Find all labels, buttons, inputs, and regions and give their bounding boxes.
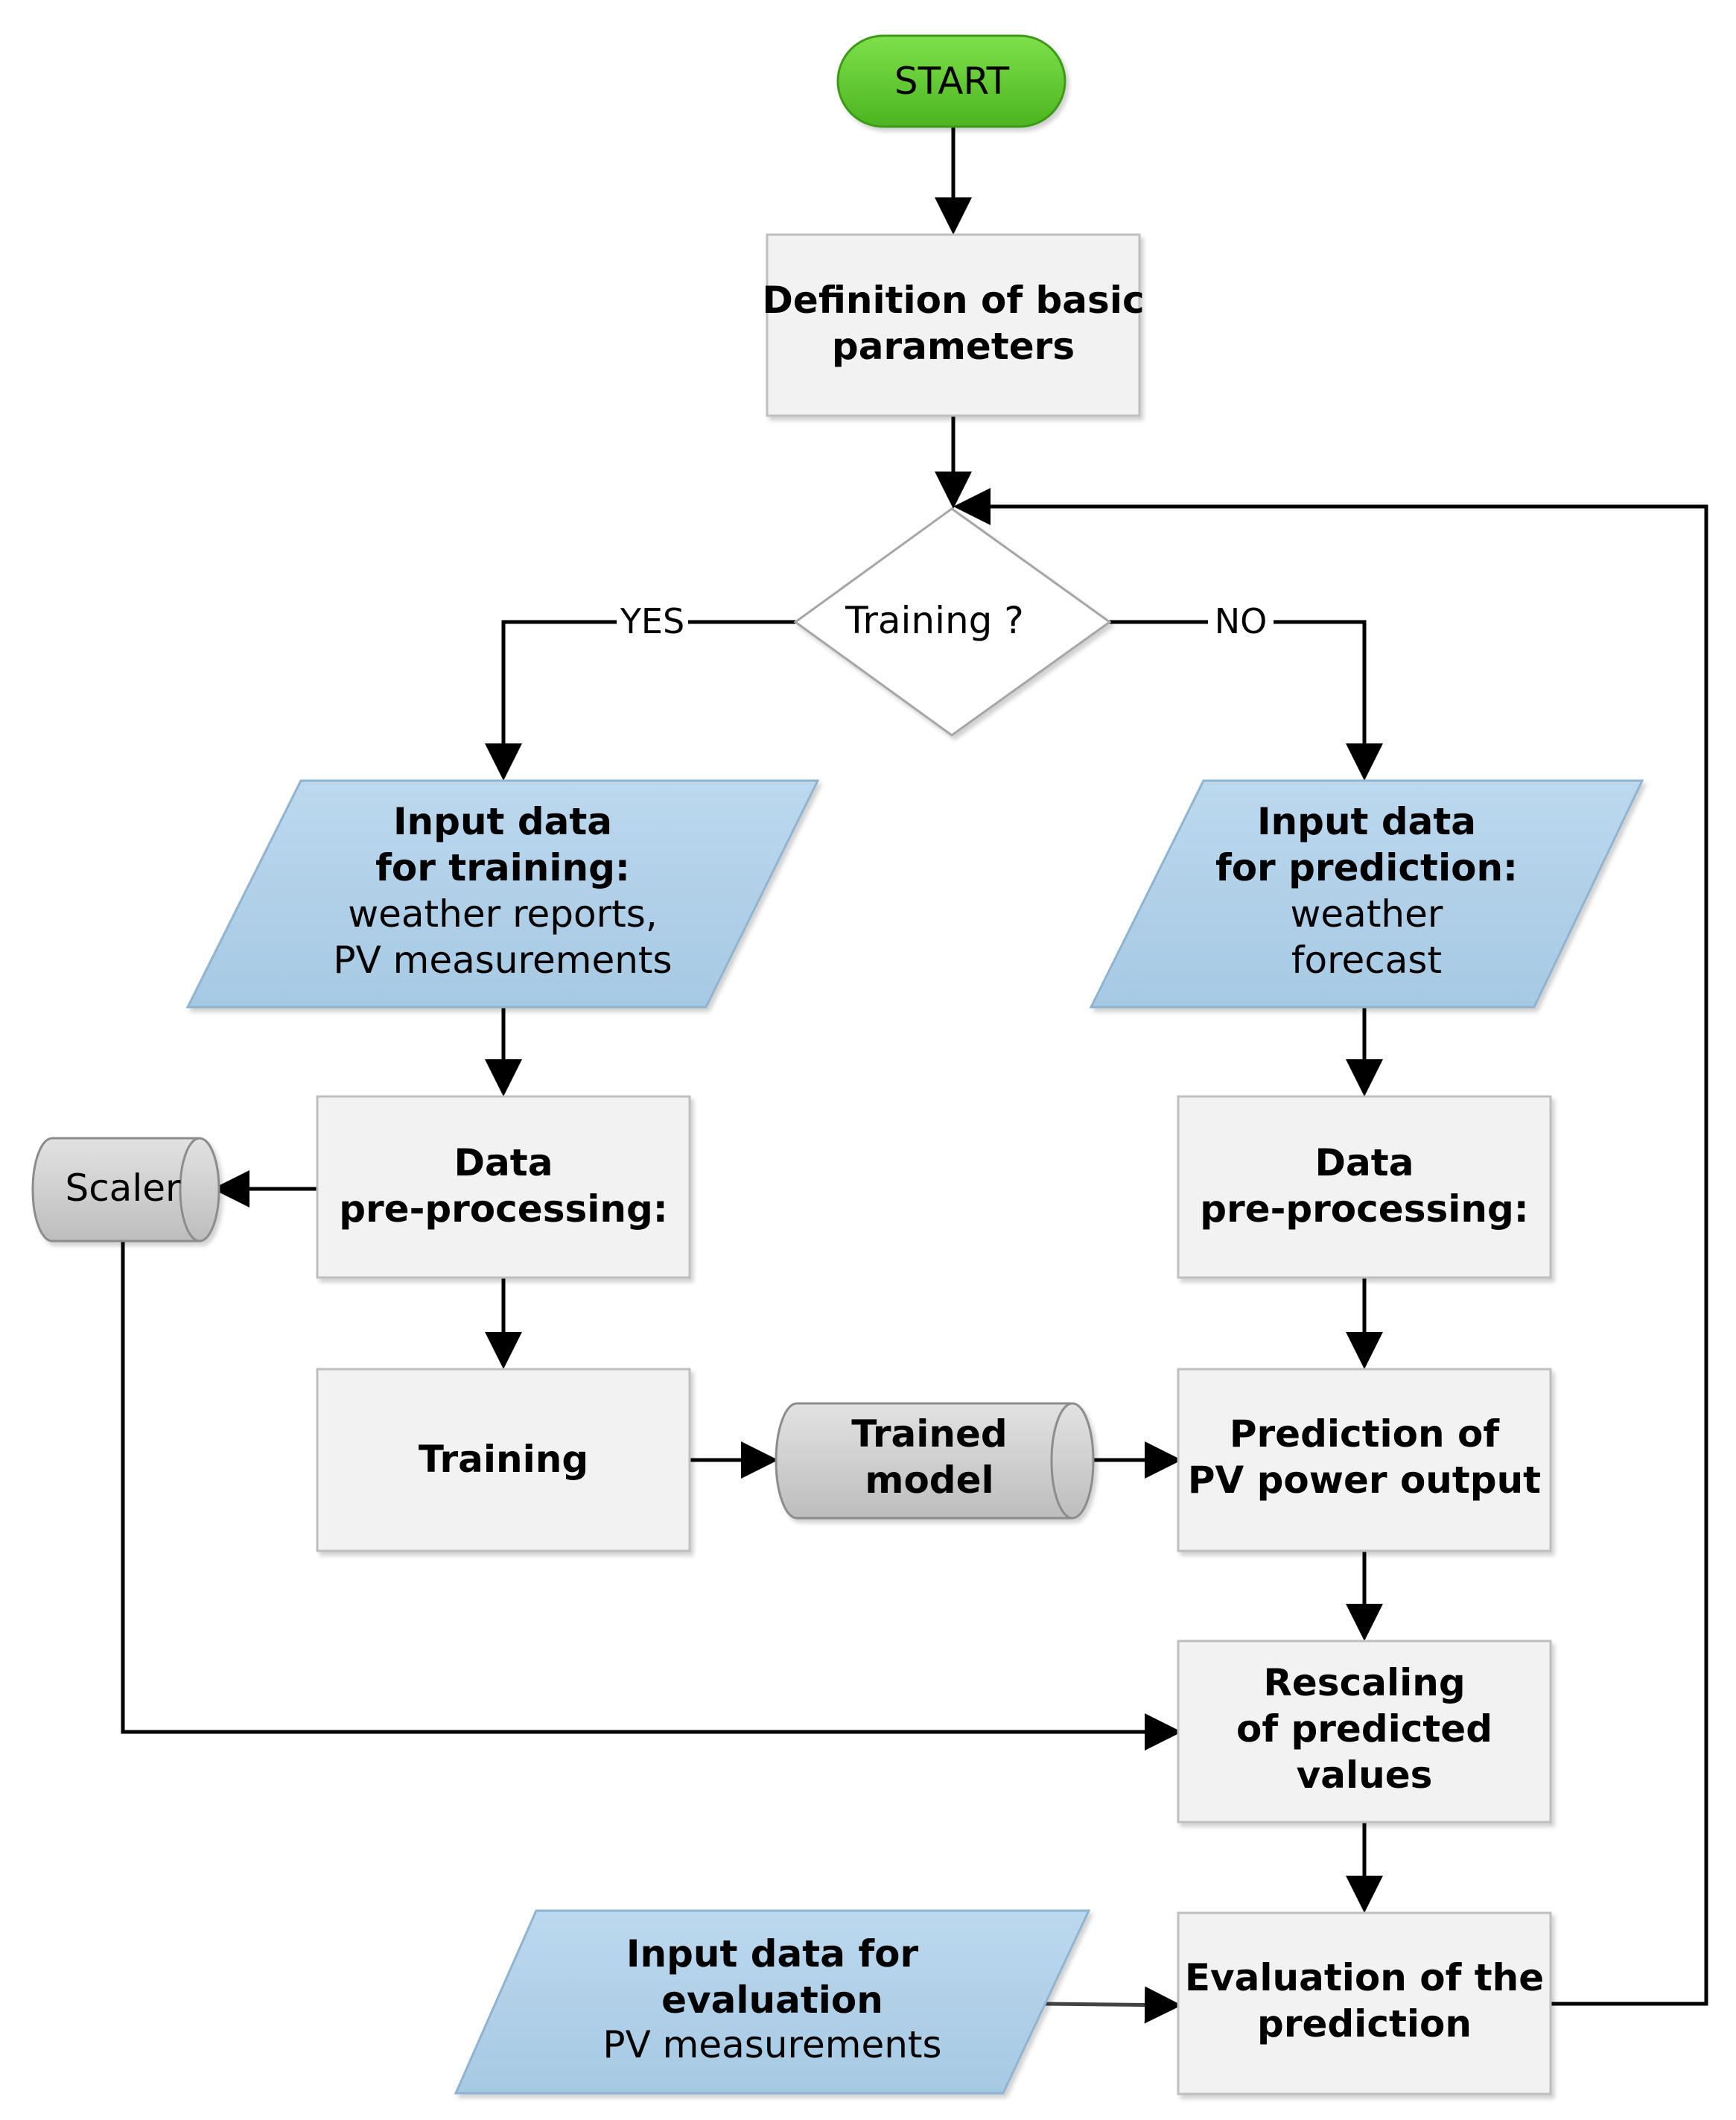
preproc-right-line1: Data (1315, 1141, 1414, 1184)
training-node: Training (316, 1368, 691, 1552)
prediction-line2: PV power output (1188, 1459, 1541, 1502)
definition-node: Definition of basic parameters (762, 233, 1145, 417)
rescaling-node: Rescaling of predicted values (1177, 1640, 1552, 1824)
input-prediction-line3: weather (1291, 892, 1443, 936)
trained-model-line2: model (865, 1459, 993, 1502)
prediction-line1: Prediction of (1230, 1412, 1501, 1456)
input-training-line3: weather reports, (348, 892, 657, 936)
training-label: Training (419, 1438, 588, 1481)
input-evaluation-line2: evaluation (661, 1978, 883, 2022)
input-prediction-line1: Input data (1257, 800, 1476, 843)
start-label: START (894, 60, 1010, 103)
decision-label: Training ? (845, 599, 1024, 642)
start-node: START (836, 34, 1066, 128)
connectors (121, 127, 1708, 2024)
preproc-right-line2: pre-processing: (1200, 1187, 1529, 1231)
edge-scaler-to-rescaling (121, 1240, 1182, 1751)
input-training-node: Input data for training: weather reports… (185, 779, 820, 1009)
edge-evaluation-loop-back (953, 488, 1708, 2006)
scaler-node: Scaler (31, 1137, 220, 1243)
rescaling-line3: values (1297, 1754, 1433, 1797)
input-prediction-node: Input data for prediction: weather forec… (1089, 779, 1644, 1009)
input-training-line1: Input data (393, 800, 612, 843)
edge-input-evaluation-to-evaluation (1043, 1986, 1182, 2024)
input-training-line4: PV measurements (333, 939, 672, 982)
evaluation-line2: prediction (1257, 2002, 1472, 2046)
decision-node: Training ? (793, 507, 1112, 737)
evaluation-line1: Evaluation of the (1185, 1956, 1544, 1999)
yes-label: YES (620, 601, 684, 641)
scaler-label: Scaler (65, 1167, 181, 1210)
preproc-left-line2: pre-processing: (339, 1187, 668, 1231)
definition-label-line1: Definition of basic (762, 279, 1144, 322)
edge-decision-no (1110, 620, 1383, 781)
input-prediction-line2: for prediction: (1215, 846, 1518, 889)
preproc-right-node: Data pre-processing: (1177, 1095, 1552, 1279)
trained-model-node: Trained model (775, 1402, 1095, 1520)
preproc-left-node: Data pre-processing: (316, 1095, 691, 1279)
edge-decision-yes (485, 620, 795, 781)
definition-label-line2: parameters (832, 325, 1075, 368)
input-prediction-line4: forecast (1291, 939, 1442, 982)
input-training-line2: for training: (375, 846, 630, 889)
preproc-left-line1: Data (454, 1141, 553, 1184)
no-label: NO (1215, 601, 1268, 641)
trained-model-line1: Trained (851, 1412, 1007, 1456)
evaluation-node: Evaluation of the prediction (1177, 1911, 1552, 2095)
rescaling-line2: of predicted (1236, 1707, 1492, 1751)
input-evaluation-line1: Input data for (626, 1932, 919, 1975)
rescaling-line1: Rescaling (1263, 1661, 1465, 1704)
prediction-node: Prediction of PV power output (1177, 1368, 1552, 1552)
input-evaluation-node: Input data for evaluation PV measurement… (454, 1909, 1091, 2095)
input-evaluation-line3: PV measurements (602, 2023, 941, 2066)
